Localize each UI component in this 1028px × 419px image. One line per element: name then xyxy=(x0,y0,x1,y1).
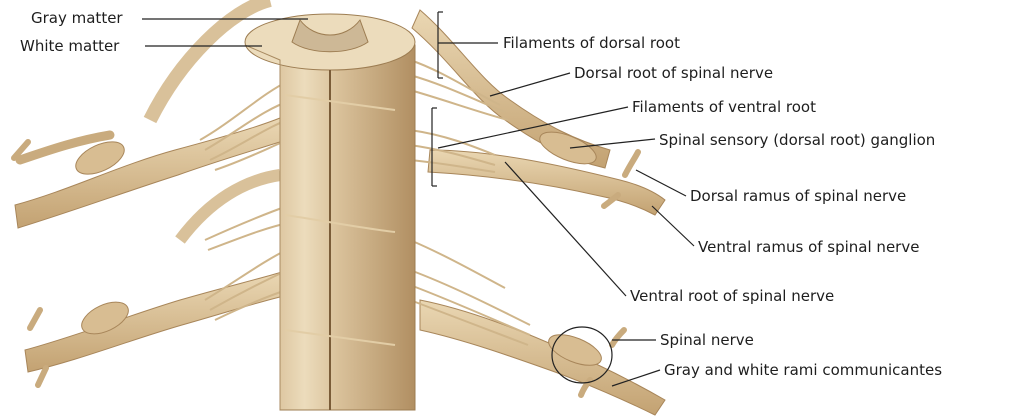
label-ventral-root: Ventral root of spinal nerve xyxy=(630,287,834,305)
upper-left-nerve xyxy=(14,118,286,228)
label-white-matter: White matter xyxy=(20,37,119,55)
label-rami-communicantes: Gray and white rami communicantes xyxy=(664,361,942,379)
label-spinal-sensory-ganglion: Spinal sensory (dorsal root) ganglion xyxy=(659,131,935,149)
label-spinal-nerve: Spinal nerve xyxy=(660,331,754,349)
label-dorsal-root-spinal-nerve: Dorsal root of spinal nerve xyxy=(574,64,773,82)
upper-left-root-arch xyxy=(150,0,270,120)
label-gray-matter: Gray matter xyxy=(31,9,123,27)
label-filaments-ventral-root: Filaments of ventral root xyxy=(632,98,816,116)
label-dorsal-ramus: Dorsal ramus of spinal nerve xyxy=(690,187,906,205)
label-filaments-dorsal-root: Filaments of dorsal root xyxy=(503,34,680,52)
label-ventral-ramus: Ventral ramus of spinal nerve xyxy=(698,238,919,256)
